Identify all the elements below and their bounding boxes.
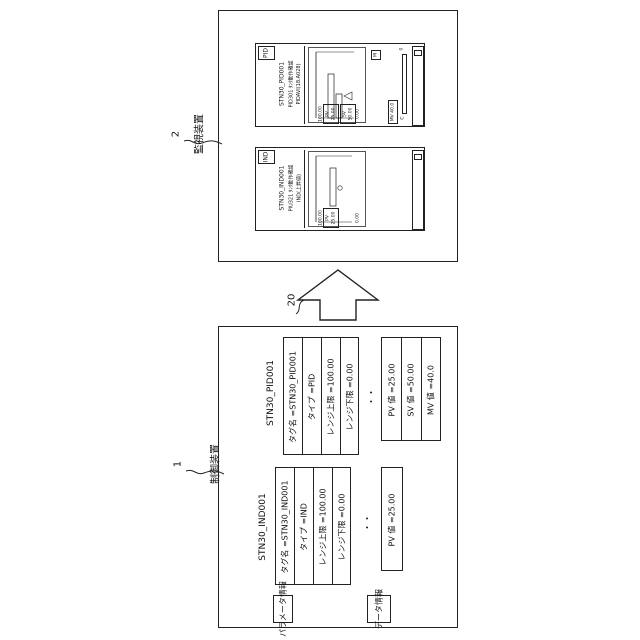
ind-param-1: タイプ =IND [299, 503, 310, 551]
pid-data-divider-2 [421, 338, 422, 440]
ind-params-divider-3 [332, 468, 333, 584]
pid-data-2: MV 値 =40.0 [426, 365, 437, 415]
faceplate-ind-scroll-mark[interactable] [414, 154, 422, 160]
ind-ellipsis: ・・ [361, 514, 374, 532]
pid-params-divider-1 [302, 338, 303, 454]
faceplate-pid-pv-label: PV [326, 111, 331, 117]
ind-params-divider-2 [313, 468, 314, 584]
faceplate-pid-c-label: C [401, 116, 406, 119]
faceplate-pid-mv-bar [402, 54, 407, 114]
pid-params-divider-2 [321, 338, 322, 454]
monitor-ref-label: 2 [171, 131, 182, 137]
monitor-title: 監視装置 [191, 114, 206, 154]
ind-params-box: タグ名 =STN30_IND001 タイプ =IND レンジ上限 =100.00… [275, 467, 351, 585]
pid-params-box: タグ名 =STN30_PID001 タイプ =PID レンジ上限 =100.00… [283, 337, 359, 455]
ind-params-divider-1 [294, 468, 295, 584]
faceplate-ind-range-low: 0.00 [356, 213, 361, 223]
pid-data-divider-1 [401, 338, 402, 440]
faceplate-ind-graphic [256, 148, 426, 232]
monitor-device: PID STN30_PID001 PID301 ﾀﾝｸ動作確認 PIDAVI(1… [218, 10, 458, 262]
faceplate-pid-sv-label: SV [343, 111, 348, 117]
control-device: STN30_PID001 タグ名 =STN30_PID001 タイプ =PID … [218, 326, 458, 628]
ind-block-name: STN30_IND001 [258, 493, 268, 560]
faceplate-ind-pv-value: 25.00 [332, 212, 337, 225]
pid-data-1: SV 値 =50.00 [406, 363, 417, 416]
faceplate-pid-right-strip [412, 46, 424, 126]
faceplate-pid-pv-value: 25.00 [332, 108, 337, 121]
pid-param-0: タグ名 =STN30_PID001 [288, 351, 299, 443]
faceplate-ind-pv-label: PV [326, 215, 331, 221]
faceplate-pid-mv-value: MV 40.0 [391, 103, 396, 121]
pid-ellipsis: ・・ [365, 388, 378, 406]
faceplate-pid-range-low: 0.00 [356, 109, 361, 119]
faceplate-pid-mode: M [374, 53, 379, 57]
legend-param-label: パラメータ情報 [278, 581, 289, 637]
pid-params-divider-3 [340, 338, 341, 454]
faceplate-pid-sv-value: 50.00 [349, 108, 354, 121]
arrow-ref-label: 20 [287, 294, 298, 307]
ind-data-0: PV 値 =25.00 [387, 494, 398, 547]
ind-data-box: PV 値 =25.00 [381, 467, 403, 571]
faceplate-pid-scroll-mark[interactable] [414, 50, 422, 56]
pid-data-0: PV 値 =25.00 [387, 364, 398, 417]
pid-param-2: レンジ上限 =100.00 [326, 358, 337, 435]
pid-param-3: レンジ下限 =0.00 [345, 363, 356, 430]
faceplate-pid[interactable]: PID STN30_PID001 PID301 ﾀﾝｸ動作確認 PIDAVI(1… [255, 43, 425, 127]
legend-data-label: データ情報 [374, 589, 385, 629]
faceplate-pid-zero: 0 [400, 48, 405, 51]
faceplate-ind-right-strip [412, 150, 424, 230]
faceplate-ind[interactable]: IND STN30_IND001 PIU321 ﾀﾝｸ動作確認 IND(上昇値)… [255, 147, 425, 231]
ind-param-3: レンジ下限 =0.00 [337, 493, 348, 560]
pid-param-1: タイプ =PID [307, 374, 318, 421]
ind-param-0: タグ名 =STN30_IND001 [280, 480, 291, 573]
pid-data-box: PV 値 =25.00 SV 値 =50.00 MV 値 =40.0 [381, 337, 441, 441]
ind-param-2: レンジ上限 =100.00 [318, 488, 329, 565]
controller-ref-label: 1 [173, 461, 184, 467]
pid-block-name: STN30_PID001 [266, 360, 276, 426]
